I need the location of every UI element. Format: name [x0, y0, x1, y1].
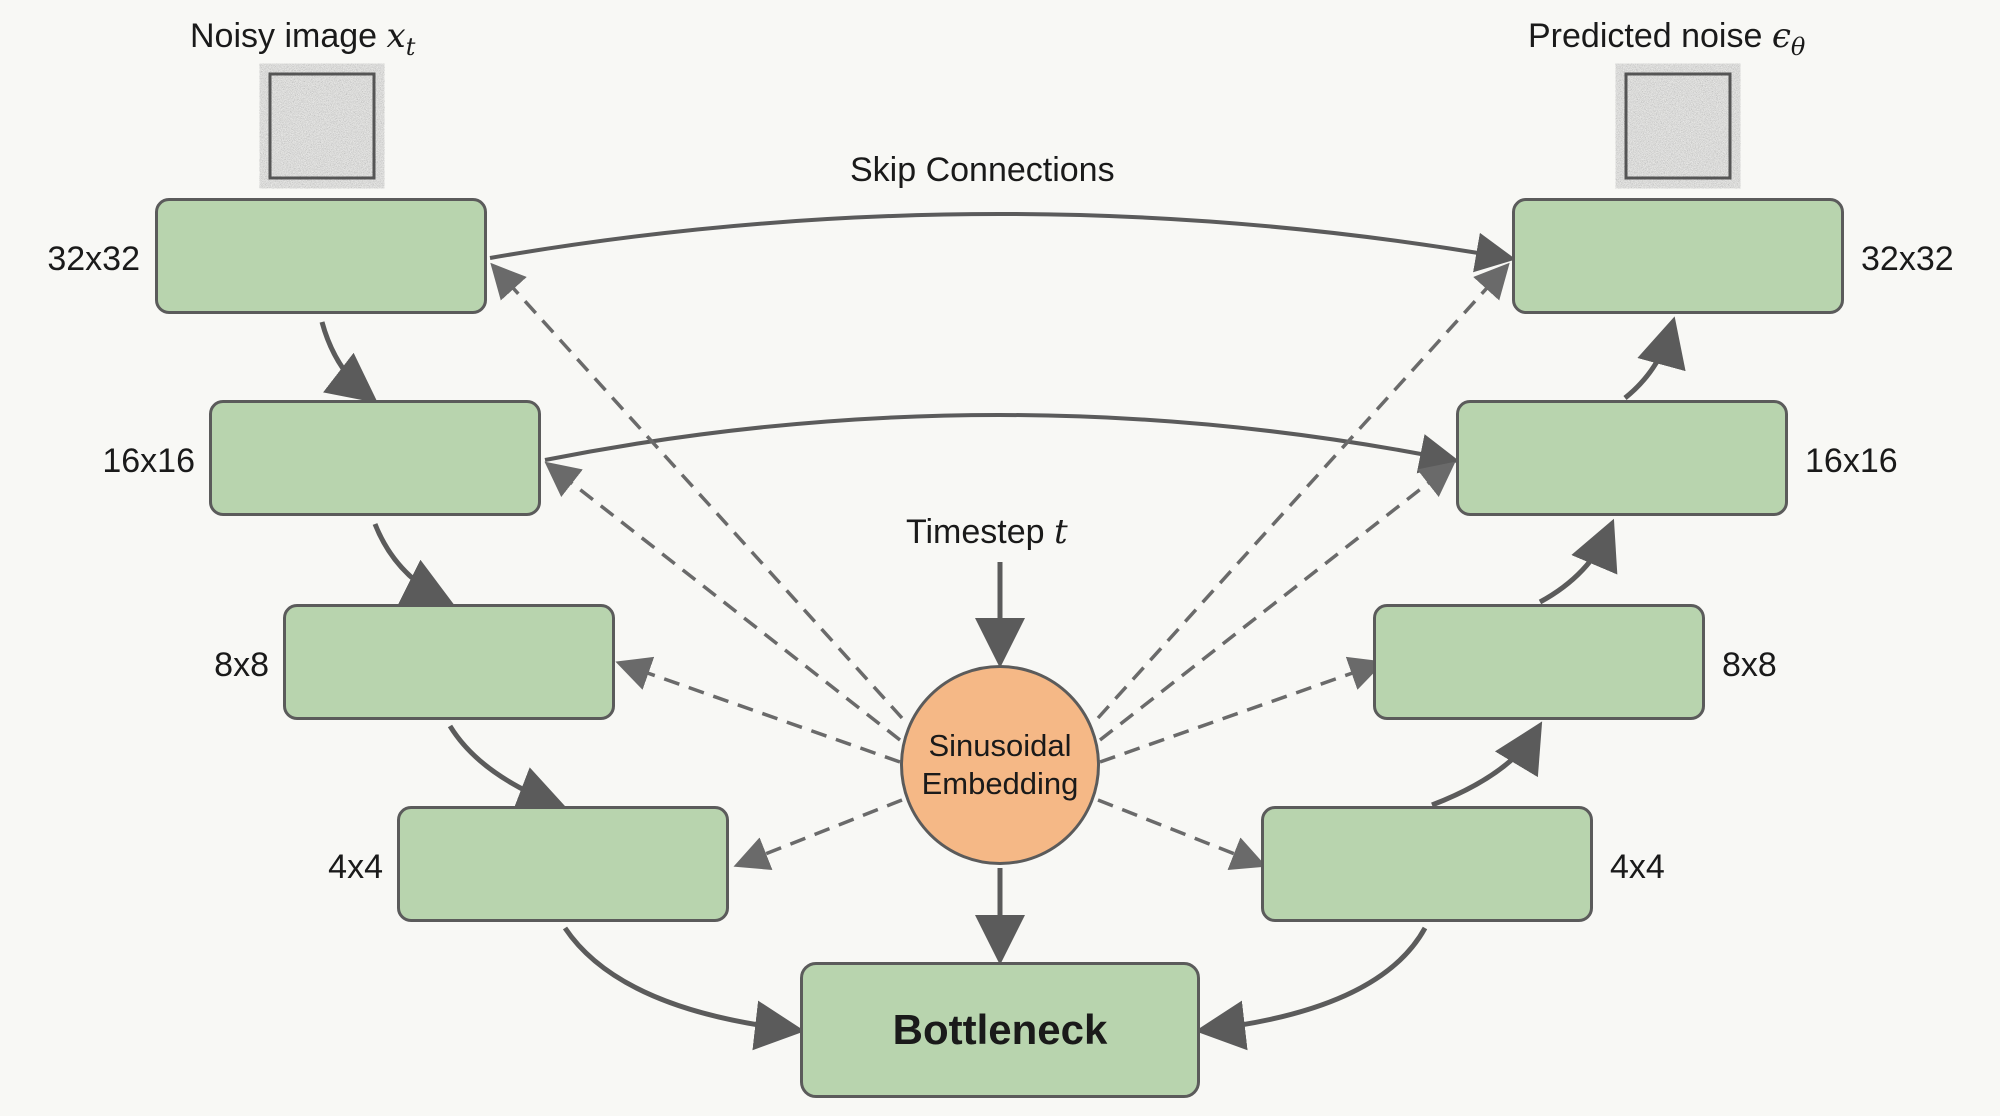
- encoder-res-32: 32x32: [47, 240, 140, 278]
- embedding-injection-dec-32: [1096, 262, 1510, 720]
- decoder-res-32: 32x32: [1861, 240, 1954, 278]
- timestep-label: Timestep t: [906, 512, 1068, 552]
- encoder-block-8: [283, 604, 615, 720]
- down-arrow-16-8: [372, 523, 454, 605]
- decoder-block-8: [1373, 604, 1705, 720]
- embedding-injection-dec-16: [1098, 461, 1456, 742]
- bottleneck-block: Bottleneck: [800, 962, 1200, 1098]
- predicted-noise-thumbnail: [1626, 74, 1730, 178]
- timestep-text: Timestep: [906, 513, 1045, 551]
- decoder-block-16: [1456, 400, 1788, 516]
- encoder-res-16: 16x16: [102, 442, 195, 480]
- arrow-bottleneck-to-4: [1195, 926, 1428, 1051]
- encoder-block-4: [397, 806, 729, 922]
- down-arrow-8-4: [447, 724, 568, 814]
- output-var: ϵ: [1771, 16, 1791, 56]
- decoder-block-32: [1512, 198, 1844, 314]
- decoder-res-16: 16x16: [1805, 442, 1898, 480]
- embedding-injection-dec-4: [1097, 798, 1267, 870]
- bottleneck-label: Bottleneck: [892, 1006, 1108, 1053]
- noisy-image-thumbnail: [270, 74, 374, 178]
- encoder-res-8: 8x8: [214, 646, 269, 684]
- encoder-res-4: 4x4: [328, 848, 383, 886]
- output-label: Predicted noise ϵθ: [1528, 16, 1805, 67]
- embedding-injection-enc-4: [733, 798, 903, 870]
- arrow-4-to-bottleneck: [562, 926, 805, 1051]
- timestep-var: t: [1054, 512, 1068, 552]
- output-title: Predicted noise: [1528, 17, 1763, 55]
- embedding-line1: Sinusoidal: [928, 728, 1072, 763]
- decoder-res-4: 4x4: [1610, 848, 1665, 886]
- embedding-line2: Embedding: [921, 766, 1079, 801]
- up-arrow-4-8: [1431, 721, 1543, 808]
- input-label: Noisy image xt: [190, 16, 415, 67]
- up-arrow-16-32: [1623, 316, 1686, 400]
- decoder-res-8: 8x8: [1722, 646, 1777, 684]
- skip-connections-label: Skip Connections: [850, 151, 1115, 189]
- embedding-injection-enc-32: [490, 262, 904, 720]
- encoder-block-32: [155, 198, 487, 314]
- encoder-block-16: [209, 400, 541, 516]
- embedding-injection-enc-8: [615, 656, 901, 764]
- down-arrow-32-16: [319, 321, 378, 404]
- input-sub: t: [405, 33, 416, 61]
- input-title: Noisy image: [190, 17, 378, 55]
- embedding-injection-dec-8: [1099, 656, 1385, 764]
- input-var: x: [386, 16, 406, 56]
- embedding-injection-enc-16: [544, 461, 902, 742]
- sinusoidal-embedding-node: Sinusoidal Embedding: [900, 665, 1100, 865]
- up-arrow-8-16: [1538, 518, 1618, 605]
- skip-connection-32: [489, 212, 1516, 273]
- skip-connection-16: [544, 413, 1460, 474]
- output-sub: θ: [1790, 33, 1806, 61]
- decoder-block-4: [1261, 806, 1593, 922]
